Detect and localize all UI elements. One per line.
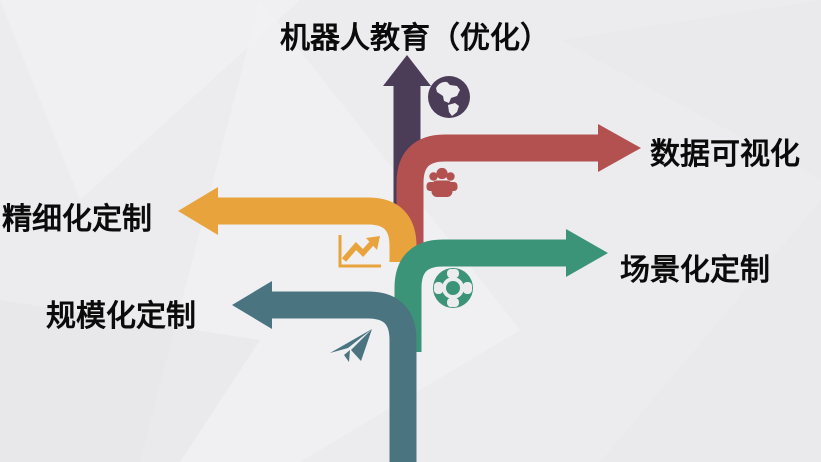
paper-plane-icon [330,329,372,362]
branch-label-scale-customization: 规模化定制 [46,300,196,333]
branch-arrow-left-2-head [232,281,272,329]
branch-arrow-right-2-shaft [394,239,566,352]
branch-arrow-right-1 [396,124,641,255]
branch-label-scenario-customization: 场景化定制 [620,254,770,287]
branch-arrow-right-2-head [566,229,608,277]
branch-label-refined-customization: 精细化定制 [2,203,152,236]
users-icon [426,167,458,197]
branch-arrow-right-1-head [598,124,641,172]
branch-label-robot-education: 机器人教育（优化） [280,22,550,55]
branch-arrow-up-head [383,55,431,86]
branch-arrow-right-2 [394,229,608,352]
branch-arrow-left-1-shaft [218,197,417,262]
line-chart-icon [338,235,381,268]
globe-icon [428,76,470,118]
branch-arrow-left-1 [178,187,417,262]
branch-arrow-left-2-shaft [272,291,417,462]
branch-label-data-visualization: 数据可视化 [650,138,800,171]
branch-arrow-left-1-head [178,187,218,235]
branch-arrow-left-2 [232,281,417,462]
life-ring-icon [433,268,473,308]
branch-arrow-right-1-shaft [396,134,598,255]
